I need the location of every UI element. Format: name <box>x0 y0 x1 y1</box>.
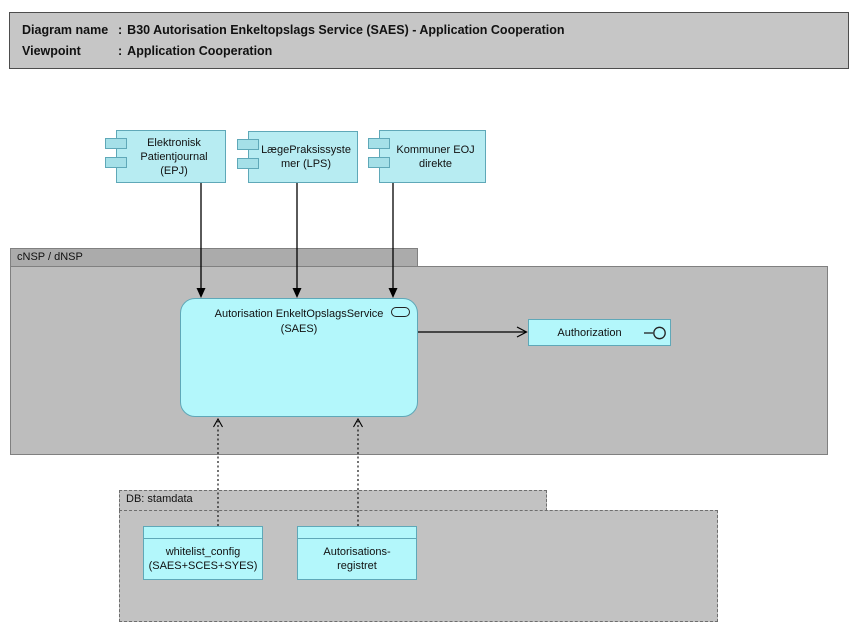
diagram-name-value: B30 Autorisation Enkeltopslags Service (… <box>127 23 565 37</box>
diagram-name-label: Diagram name <box>22 23 109 37</box>
data-object-autorisationsregistret[interactable]: Autorisations- registret <box>297 526 417 580</box>
component-icon <box>237 158 259 169</box>
application-interface-icon <box>644 326 666 339</box>
service-saes-label: Autorisation EnkeltOpslagsService (SAES) <box>214 308 384 335</box>
application-service-icon <box>391 307 410 317</box>
component-lps-label: LægePraksissyste mer (LPS) <box>261 144 351 170</box>
component-icon <box>368 138 390 149</box>
viewpoint-label: Viewpoint <box>22 44 81 58</box>
group-cnsp-dnsp-body[interactable] <box>10 266 828 455</box>
diagram-title-box: Diagram name:B30 Autorisation Enkeltopsl… <box>9 12 849 69</box>
group-cnsp-dnsp-header[interactable]: cNSP / dNSP <box>10 248 418 267</box>
data-object-icon <box>144 527 262 539</box>
component-kommuner-eoj-label: Kommuner EOJ direkte <box>396 143 475 170</box>
viewpoint-row: Viewpoint:Application Cooperation <box>22 41 848 62</box>
component-icon <box>105 138 127 149</box>
data-object-whitelist-config-label: whitelist_config (SAES+SCES+SYES) <box>148 545 258 572</box>
interface-authorization[interactable]: Authorization <box>528 319 671 346</box>
viewpoint-value: Application Cooperation <box>127 44 273 58</box>
data-object-autorisationsregistret-label: Autorisations- registret <box>323 545 391 572</box>
data-object-icon <box>298 527 416 539</box>
component-icon <box>105 157 127 168</box>
component-kommuner-eoj[interactable]: Kommuner EOJ direkte <box>368 130 486 183</box>
diagram-name-row: Diagram name:B30 Autorisation Enkeltopsl… <box>22 20 848 41</box>
component-epj-label: Elektronisk Patientjournal (EPJ) <box>140 136 208 177</box>
component-icon <box>368 157 390 168</box>
interface-authorization-label: Authorization <box>557 326 622 339</box>
data-object-whitelist-config[interactable]: whitelist_config (SAES+SCES+SYES) <box>143 526 263 580</box>
component-icon <box>237 139 259 150</box>
service-saes[interactable]: Autorisation EnkeltOpslagsService (SAES) <box>180 298 418 417</box>
group-db-stamdata-label: DB: stamdata <box>126 493 193 505</box>
component-lps[interactable]: LægePraksissyste mer (LPS) <box>237 131 358 183</box>
component-epj[interactable]: Elektronisk Patientjournal (EPJ) <box>105 130 226 183</box>
group-cnsp-dnsp-label: cNSP / dNSP <box>17 251 83 263</box>
group-db-stamdata-header[interactable]: DB: stamdata <box>119 490 547 511</box>
